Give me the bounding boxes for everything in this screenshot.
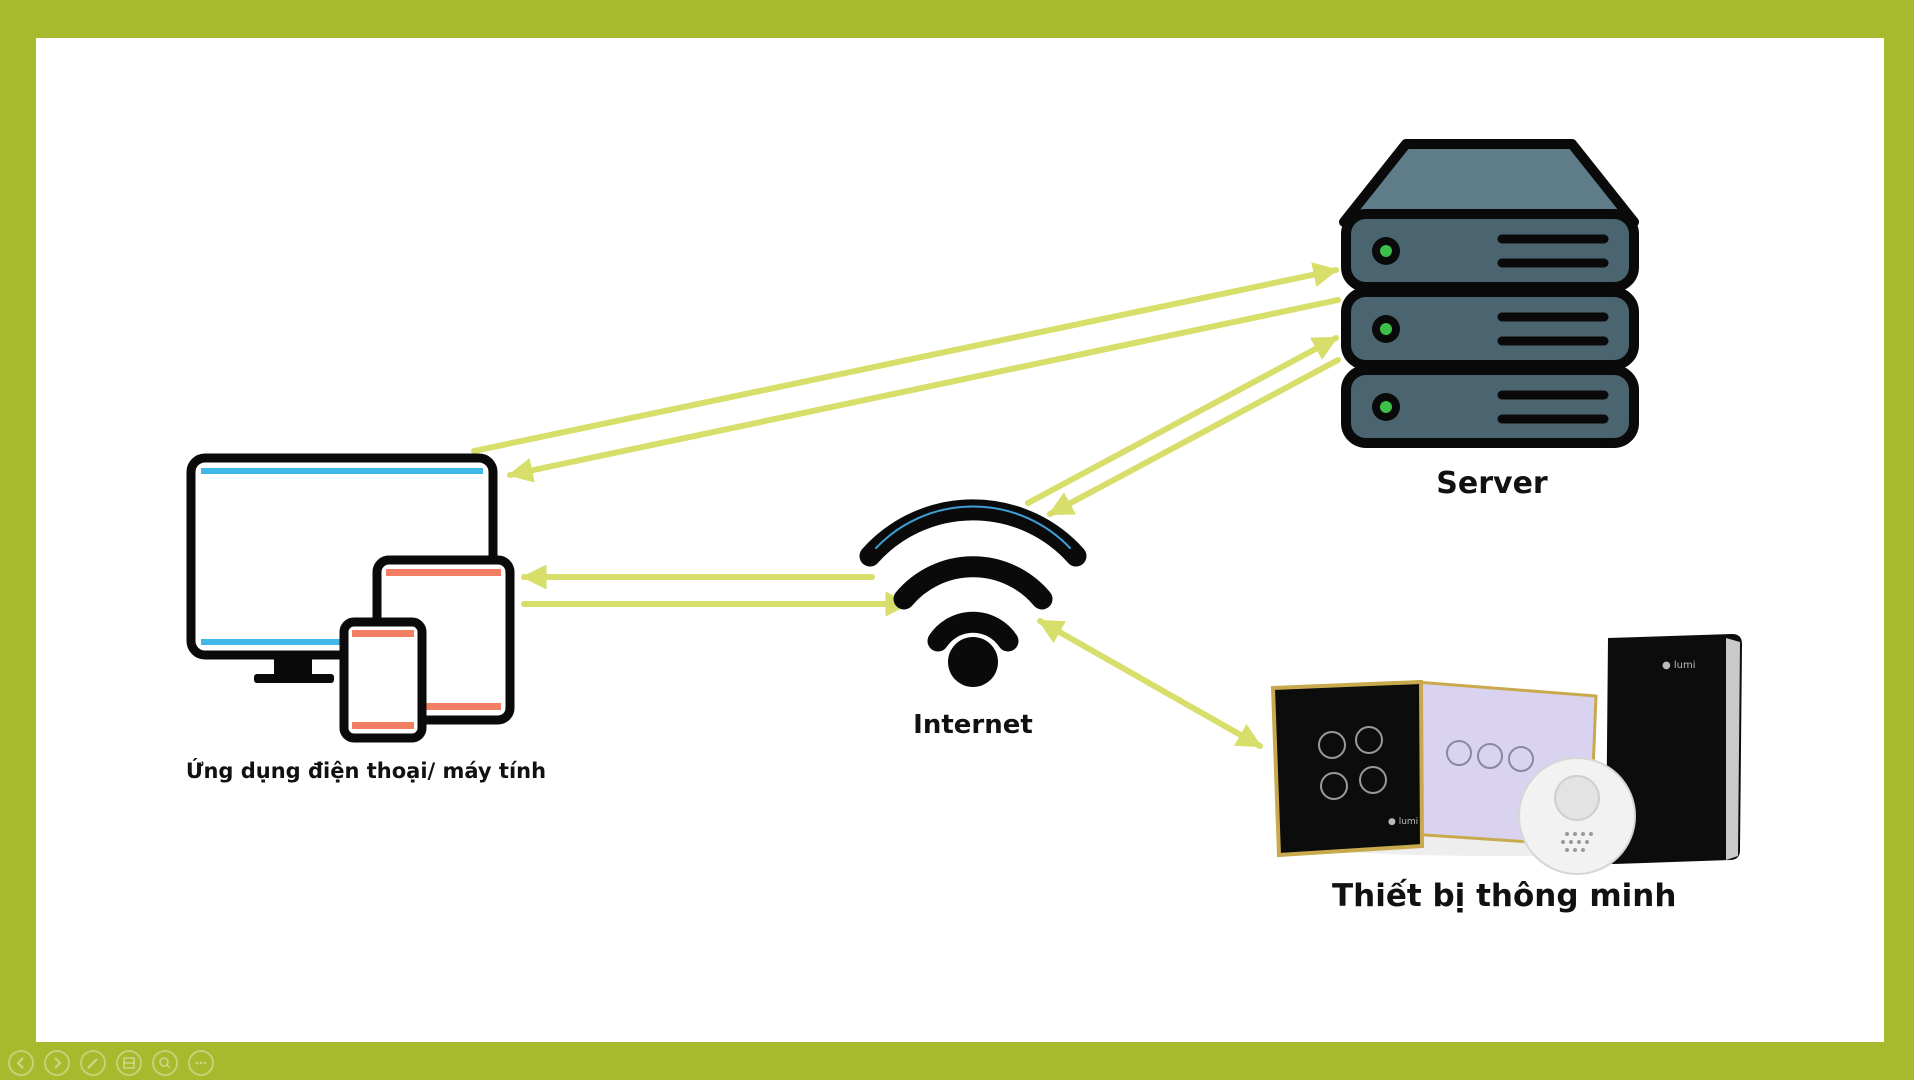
wifi-icon	[859, 499, 1087, 687]
svg-text:● lumi: ● lumi	[1388, 817, 1418, 827]
slides-icon[interactable]	[116, 1050, 142, 1076]
black-hub: ● lumi	[1606, 634, 1742, 864]
devices-icon	[186, 453, 515, 743]
svg-text:● lumi: ● lumi	[1662, 660, 1696, 671]
presentation-toolbar	[8, 1050, 214, 1076]
arrow-server-to-app	[507, 297, 1341, 483]
diagram-svg: ● lumi ● lumi	[186, 139, 1742, 875]
phone-icon	[339, 617, 427, 743]
smart-devices-icon: ● lumi ● lumi	[1270, 634, 1742, 875]
smart-devices-label: Thiết bị thông minh	[1332, 878, 1677, 914]
connection-arrows	[471, 262, 1341, 749]
arrow-internet-devices	[1037, 618, 1263, 749]
arrow-internet-to-server	[1025, 335, 1339, 506]
slide-canvas: ● lumi ● lumi Server Internet	[36, 38, 1884, 1042]
next-icon[interactable]	[44, 1050, 70, 1076]
zoom-icon[interactable]	[152, 1050, 178, 1076]
prev-icon[interactable]	[8, 1050, 34, 1076]
pen-icon[interactable]	[80, 1050, 106, 1076]
server-led	[1372, 237, 1400, 421]
more-icon[interactable]	[188, 1050, 214, 1076]
internet-label: Internet	[913, 710, 1033, 740]
arrow-server-to-internet	[1047, 357, 1341, 517]
server-label: Server	[1436, 466, 1548, 501]
server-rack-icon	[1339, 139, 1639, 448]
arrow-app-to-server	[471, 262, 1339, 454]
black-touch-switch: ● lumi	[1270, 679, 1425, 858]
motion-sensor	[1518, 757, 1636, 875]
app-label: Ứng dụng điện thoại/ máy tính	[185, 759, 547, 783]
